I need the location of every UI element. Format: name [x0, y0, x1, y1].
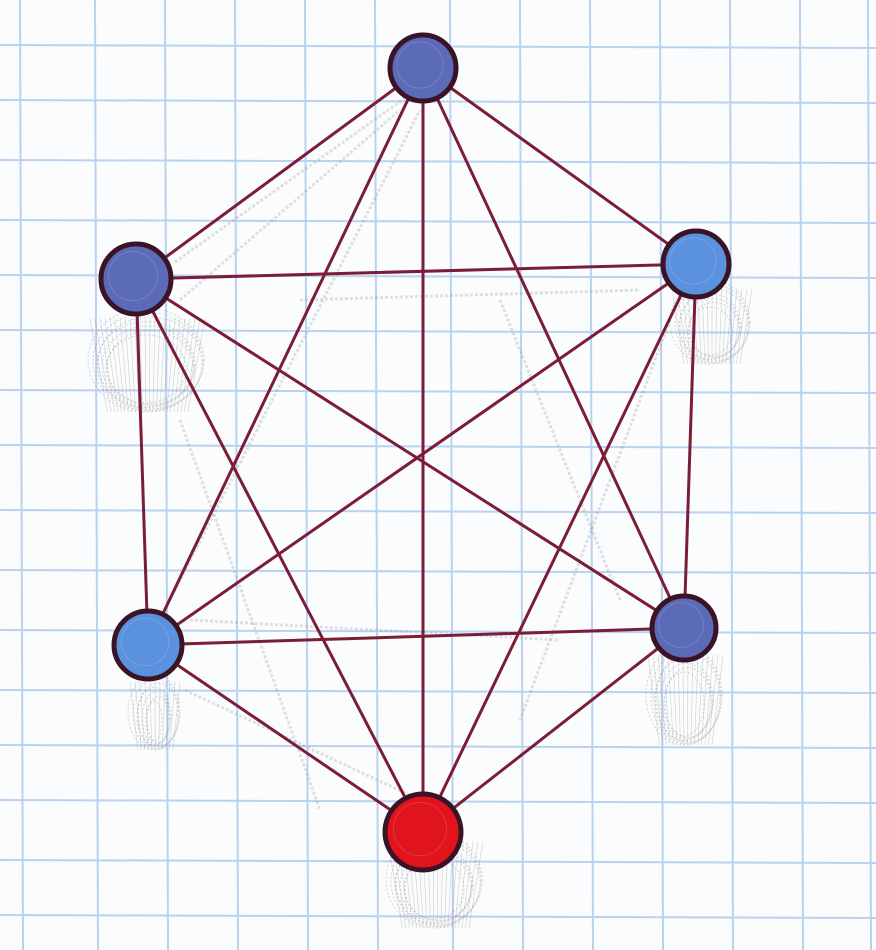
grid-line-horizontal	[0, 914, 876, 919]
edge-upper-left-bottom	[134, 277, 425, 834]
edge-top-upper-left	[134, 66, 425, 281]
ghost-edge	[498, 299, 622, 601]
node-lower-right	[649, 593, 719, 663]
edge-upper-right-lower-left	[146, 262, 698, 647]
grid-line-vertical	[19, 0, 24, 950]
ghost-edge	[518, 319, 672, 721]
node-upper-left	[98, 241, 174, 317]
edge-upper-right-bottom	[421, 262, 698, 834]
grid-line-horizontal	[0, 444, 876, 449]
node-lower-left	[111, 608, 185, 682]
ghost-edge	[179, 108, 401, 302]
node-upper-right	[660, 228, 732, 300]
grid-line-horizontal	[0, 689, 876, 694]
grid-line-horizontal	[0, 389, 876, 394]
grid-line-horizontal	[0, 219, 876, 224]
node-shadow-lower-left	[127, 673, 181, 751]
grid-line-vertical	[589, 0, 594, 950]
edge-lower-right-bottom	[421, 626, 686, 834]
ghost-edge	[189, 618, 561, 642]
edge-upper-left-lower-left	[134, 277, 150, 647]
grid-line-horizontal	[0, 509, 876, 514]
node-top	[387, 32, 459, 104]
grid-line-vertical	[867, 0, 872, 950]
grid-line-vertical	[729, 0, 734, 950]
edge-top-lower-left	[146, 66, 425, 647]
node-bottom	[382, 791, 464, 873]
graph-edges	[134, 66, 698, 834]
grid-line-vertical	[164, 0, 169, 950]
ghost-edge	[174, 96, 406, 264]
edge-top-lower-right	[421, 66, 686, 630]
node-shadow-upper-left	[87, 307, 206, 413]
grid-line-vertical	[519, 0, 524, 950]
grid-line-vertical	[659, 0, 664, 950]
edge-lower-left-bottom	[146, 643, 425, 834]
ghost-edge	[184, 688, 421, 802]
grid-line-vertical	[799, 0, 804, 950]
edge-lower-left-lower-right	[146, 626, 686, 647]
grid-line-vertical	[94, 0, 99, 950]
ghost-edge	[299, 288, 641, 302]
ghost-edge	[163, 109, 422, 611]
grid-line-horizontal	[0, 329, 876, 334]
edge-upper-left-lower-right	[134, 277, 686, 630]
grid-line-horizontal	[0, 159, 876, 164]
edge-upper-right-lower-right	[682, 262, 698, 630]
grid-line-vertical	[374, 0, 379, 950]
grid-line-vertical	[449, 0, 454, 950]
graph-nodes	[98, 32, 732, 873]
edge-top-upper-right	[421, 66, 698, 266]
edge-upper-left-upper-right	[134, 262, 698, 281]
grid-line-vertical	[304, 0, 309, 950]
grid-line-horizontal	[0, 744, 876, 749]
